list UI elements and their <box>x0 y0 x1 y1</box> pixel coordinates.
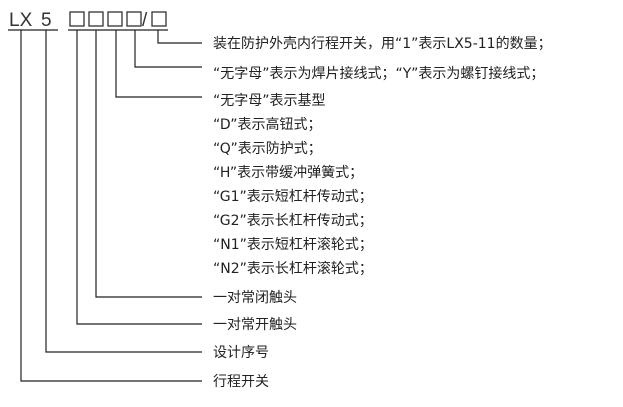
desc-type-q: “Q”表示防护式； <box>213 141 322 157</box>
desc-type-d: “D”表示高钮式； <box>213 116 321 133</box>
leader-box-4 <box>134 30 202 68</box>
desc-enclosure-count: 装在防护外壳内行程开关，用“1”表示LX5-11的数量； <box>213 35 552 52</box>
code-box-3 <box>107 11 123 27</box>
leader-box-2 <box>95 30 202 298</box>
code-box-1 <box>69 11 85 27</box>
code-slash: / <box>142 10 148 31</box>
leader-series <box>45 30 202 353</box>
desc-base-type: “无字母”表示基型 <box>213 92 326 109</box>
desc-no-contact: 一对常开触头 <box>213 317 297 333</box>
code-series: 5 <box>41 10 52 31</box>
desc-limit-switch: 行程开关 <box>213 374 269 390</box>
code-box-5 <box>151 11 167 27</box>
code-box-4 <box>126 11 142 27</box>
desc-type-n1: “N1”表示短杠杆滚轮式； <box>213 236 373 253</box>
code-prefix: LX <box>9 10 33 31</box>
leader-prefix <box>20 30 202 382</box>
desc-type-h: “H”表示带缓冲弹簧式； <box>213 165 363 181</box>
desc-type-g2: “G2”表示长杠杆传动式； <box>213 213 373 229</box>
desc-type-n2: “N2”表示长杠杆滚轮式； <box>213 260 373 277</box>
code-box-2 <box>88 11 104 27</box>
desc-terminal-type: “无字母”表示为焊片接线式；“Y”表示为螺钉接线式； <box>213 65 544 82</box>
leader-box-3 <box>115 30 202 98</box>
leader-box-5 <box>157 30 202 44</box>
leader-box-1 <box>76 30 202 325</box>
desc-design-number: 设计序号 <box>213 345 269 361</box>
desc-nc-contact: 一对常闭触头 <box>213 290 297 306</box>
desc-type-g1: “G1”表示短杠杆传动式； <box>213 189 373 205</box>
